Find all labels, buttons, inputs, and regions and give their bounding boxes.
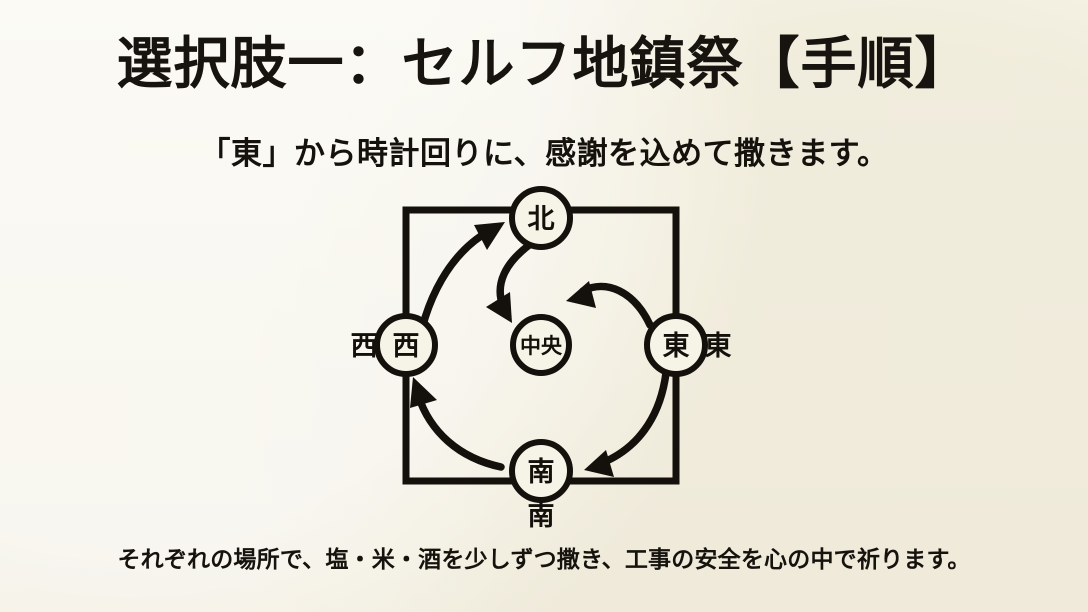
compass-ritual-diagram: 北 西 西 東 東 南 南 中央 [0, 175, 1088, 535]
node-east-label: 東 [663, 331, 690, 361]
arrow-east-to-center [566, 281, 654, 329]
slide-title: 選択肢一：セルフ地鎮祭【手順】 [116, 34, 972, 96]
arrow-south-to-west [410, 377, 505, 471]
outer-label-east: 東 [705, 331, 732, 361]
node-south[interactable]: 南 [509, 439, 573, 503]
arrow-north-to-center [486, 239, 536, 323]
node-east[interactable]: 東 [644, 313, 708, 377]
slide-subtitle: 「東」から時計回りに、感謝を込めて撒きます。 [199, 136, 889, 171]
arrow-east-to-south [584, 369, 670, 477]
node-north-label: 北 [528, 204, 555, 234]
node-west[interactable]: 西 [374, 313, 438, 377]
outer-label-west: 西 [351, 331, 378, 361]
node-north[interactable]: 北 [509, 186, 573, 250]
node-center[interactable]: 中央 [510, 314, 572, 376]
node-center-label: 中央 [520, 334, 563, 358]
node-west-label: 西 [393, 331, 420, 361]
node-south-label: 南 [528, 457, 555, 487]
slide-caption: それぞれの場所で、塩・米・酒を少しずつ撒き、工事の安全を心の中で祈ります。 [117, 546, 971, 572]
outer-label-south: 南 [528, 501, 555, 531]
